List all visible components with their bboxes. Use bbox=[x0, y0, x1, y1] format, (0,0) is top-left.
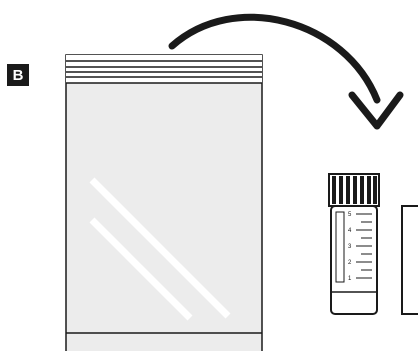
sample-tube: 5 4 3 2 1 bbox=[329, 174, 379, 314]
tube-cap bbox=[329, 174, 379, 206]
partial-box bbox=[402, 206, 418, 314]
ziplock-bag bbox=[66, 55, 262, 351]
